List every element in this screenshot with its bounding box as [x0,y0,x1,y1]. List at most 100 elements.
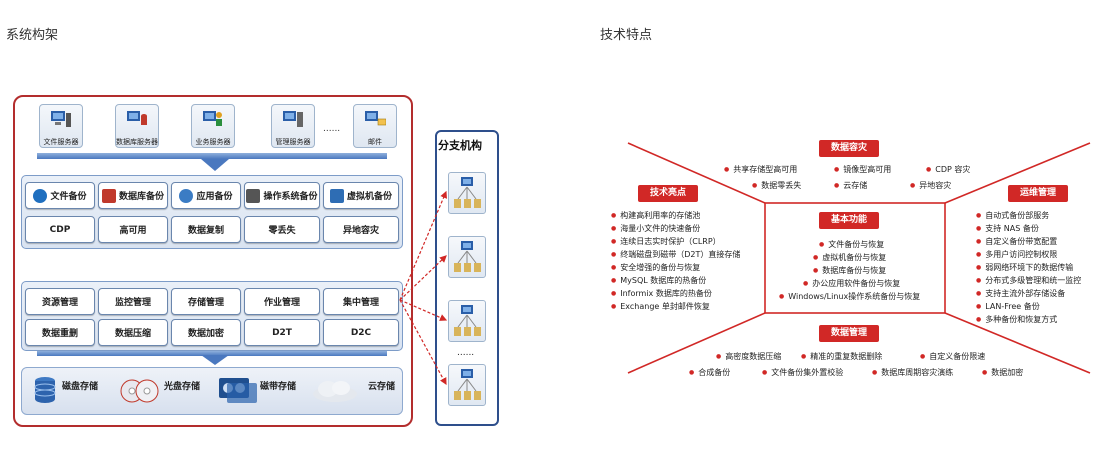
manage-cell: 数据压缩 [98,319,168,346]
backup-cell: 虚拟机备份 [323,182,399,209]
feature-item: 合成备份 [689,368,730,377]
feature-item: MySQL 数据库的热备份 [611,276,706,285]
server-label: 邮件 [368,138,382,146]
file-backup-icon [33,188,48,203]
tech-highlights-tag: 技术亮点 [638,185,699,202]
manage-cell: D2C [323,319,399,346]
manage-cell: 数据加密 [171,319,241,346]
database-server-icon: 数据库服务器 [115,104,159,148]
manage-cell: 数据重删 [25,319,95,346]
server-ellipsis: ...... [323,124,341,134]
mail-icon: 邮件 [353,104,397,148]
feature-item: 多用户访问控制权限 [976,250,1057,259]
tape-storage-icon [219,378,257,403]
branch-server-icon [448,172,486,214]
protect-cell: CDP [25,216,95,243]
server-label: 文件服务器 [43,138,79,146]
feature-item: Informix 数据库的热备份 [611,289,712,298]
feature-item: 多种备份和恢复方式 [976,315,1057,324]
manage-cell: 集中管理 [323,288,399,315]
feature-item: 镜像型高可用 [834,165,891,174]
protect-cell: 数据复制 [171,216,241,243]
manage-cell: 资源管理 [25,288,95,315]
disaster-recovery-tag: 数据容灾 [819,140,880,157]
feature-item: 安全增强的备份与恢复 [611,263,700,272]
feature-item: 弱网络环境下的数据传输 [976,263,1073,272]
architecture-heading: 系统构架 [6,28,59,43]
optical-storage-icon [120,379,159,403]
server-bus-bar [37,153,387,159]
feature-item: 自动式备份部服务 [976,211,1049,220]
branch-server-icon [448,364,486,406]
feature-item: 分布式多级管理和统一监控 [976,276,1081,285]
feature-item: 异地容灾 [910,181,951,190]
branch-server-icon [448,236,486,278]
feature-item: 连续日志实时保护（CLRP） [611,237,720,246]
storage-bus-bar [37,351,387,356]
storage-label: 云存储 [368,382,396,392]
feature-item: 数据零丢失 [752,181,801,190]
feature-item: LAN-Free 备份 [976,302,1040,311]
features-heading: 技术特点 [600,28,653,43]
branch-ellipsis: ...... [457,348,475,358]
backup-cell: 应用备份 [171,182,241,209]
application-backup-icon [179,188,194,203]
feature-item: 虚拟机备份与恢复 [813,253,886,262]
server-label: 数据库服务器 [116,138,158,146]
feature-item: Exchange 单封邮件恢复 [611,302,710,311]
server-row: 文件服务器 数据库服务器 业务服务器 管理服务器 ...... 邮件 [35,104,397,152]
feature-item: 支持 NAS 备份 [976,224,1039,233]
feature-item: 终端磁盘到磁带（D2T）直接存储 [611,250,740,259]
feature-item: 高密度数据压缩 [716,352,781,361]
cloud-storage-icon [313,381,357,402]
architecture-frame: 文件服务器 数据库服务器 业务服务器 管理服务器 ...... 邮件 文件备份 … [13,95,413,427]
manage-cell: D2T [244,319,320,346]
storage-panel: 磁盘存储 光盘存储 磁带存储 云存储 [21,367,403,415]
backup-cell: 数据库备份 [98,182,168,209]
basic-functions-tag: 基本功能 [819,212,880,229]
manage-cell: 监控管理 [98,288,168,315]
feature-item: 文件备份集外置校验 [762,368,843,377]
feature-item: 自定义备份带宽配置 [976,237,1057,246]
protect-cell: 异地容灾 [323,216,399,243]
feature-item: 数据库周期容灾演练 [872,368,953,377]
feature-item: 精准的重复数据删除 [801,352,882,361]
feature-item: 构建高利用率的存储池 [611,211,700,220]
storage-label: 磁盘存储 [62,382,99,392]
feature-item: 办公应用软件备份与恢复 [803,279,900,288]
branch-server-icon [448,300,486,342]
down-arrow-icon [201,159,229,171]
feature-item: 数据库备份与恢复 [813,266,886,275]
protect-cell: 零丢失 [244,216,320,243]
down-arrow-icon [201,355,229,365]
backup-panel: 文件备份 数据库备份 应用备份 操作系统备份 虚拟机备份 CDP 高可用 数据复… [21,175,403,249]
feature-item: 支持主流外部存储设备 [976,289,1065,298]
feature-item: Windows/Linux操作系统备份与恢复 [779,292,920,301]
manage-cell: 作业管理 [244,288,320,315]
feature-item: 共享存储型高可用 [724,165,797,174]
ops-management-tag: 运维管理 [1008,185,1069,202]
feature-item: 云存储 [834,181,867,190]
feature-item: 数据加密 [982,368,1023,377]
server-label: 业务服务器 [195,138,231,146]
storage-label: 磁带存储 [260,382,297,392]
backup-cell: 操作系统备份 [244,182,320,209]
feature-item: CDP 容灾 [926,165,970,174]
database-backup-icon [101,188,116,203]
feature-item: 自定义备份限速 [920,352,985,361]
data-management-tag: 数据管理 [819,325,880,342]
disk-storage-icon [34,377,56,403]
branch-title: 分支机构 [438,139,482,152]
management-server-icon: 管理服务器 [271,104,315,148]
vm-backup-icon [329,188,344,203]
manage-cell: 存储管理 [171,288,241,315]
server-label: 管理服务器 [275,138,311,146]
backup-cell: 文件备份 [25,182,95,209]
feature-item: 文件备份与恢复 [819,240,884,249]
business-server-icon: 业务服务器 [191,104,235,148]
file-server-icon: 文件服务器 [39,104,83,148]
feature-item: 海量小文件的快速备份 [611,224,700,233]
os-backup-icon [246,188,261,203]
